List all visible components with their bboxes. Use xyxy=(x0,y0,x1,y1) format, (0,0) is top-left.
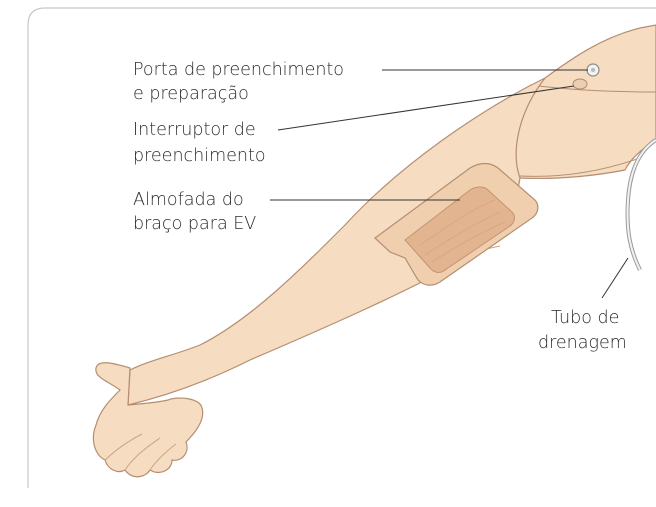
leader-fill-switch xyxy=(277,85,575,131)
iv-pad-inner xyxy=(404,186,515,273)
label-fill-switch-line2: preenchimento xyxy=(133,146,266,166)
label-fill-switch-line1: Interruptor de xyxy=(133,120,256,140)
fill-switch xyxy=(572,78,588,90)
iv-arm-pad xyxy=(374,162,539,286)
finger-lines xyxy=(104,433,177,471)
leader-drain-tube xyxy=(601,257,629,299)
drainage-tube-highlight xyxy=(626,139,656,271)
label-drain-tube-line2: drenagem xyxy=(538,333,627,353)
upper-arm xyxy=(512,24,656,180)
label-iv-pad-line1: Almofada do xyxy=(133,190,244,210)
fill-port-center xyxy=(590,67,596,73)
label-fill-port-line2: e preparação xyxy=(133,84,249,104)
arm-band xyxy=(519,84,656,177)
label-drain-tube-line1: Tubo de xyxy=(551,308,619,328)
diagram-frame xyxy=(27,7,656,488)
label-iv-pad-line2: braço para EV xyxy=(133,214,256,234)
hand xyxy=(92,362,204,478)
label-fill-port-line1: Porta de preenchimento xyxy=(133,60,344,80)
iv-pad-texture xyxy=(419,199,506,263)
